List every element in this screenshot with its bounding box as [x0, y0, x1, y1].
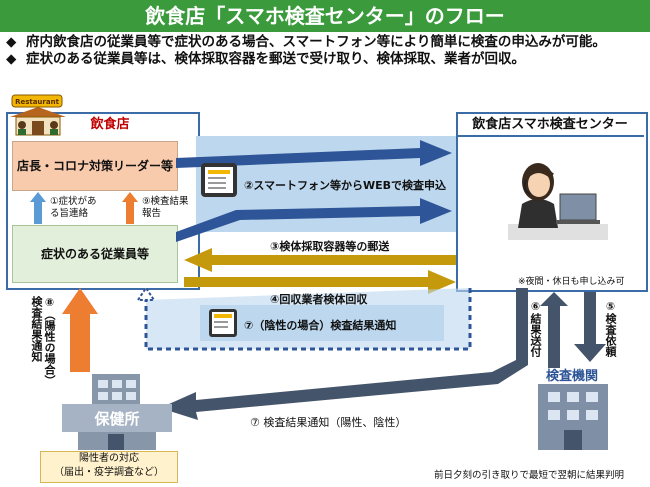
tablet-icon: [200, 162, 238, 198]
arrow-up-blue: [30, 192, 46, 224]
step4-label: ④回収業者検体回収: [270, 293, 368, 306]
step2-label: ②スマートフォン等からWEBで検査申込: [244, 179, 447, 192]
health-center-note-line2: （届出・疫学調査など）: [54, 467, 164, 478]
manager-box: 店長・コロナ対策リーダー等: [12, 141, 178, 191]
arrow-up-orange: [122, 192, 138, 224]
step5-label: ⑤検査依頼: [604, 300, 617, 357]
arrow-result-up: [540, 292, 568, 368]
arrow-request-down: [574, 292, 606, 362]
arrow-dashed-up-head: [136, 286, 156, 301]
restaurant-icon: Restaurant: [8, 93, 72, 137]
center-header: 飲食店スマホ検査センター: [456, 113, 644, 137]
center-note: ※夜間・休日も申し込み可: [518, 277, 625, 287]
tablet-icon: [208, 308, 238, 338]
lab-label: 検査機関: [546, 369, 599, 384]
health-center-note-line1: 陽性者の対応: [79, 453, 139, 464]
internal-arrows: [30, 192, 138, 224]
health-center-building-icon: [62, 372, 172, 452]
arrow-center-to-health: [160, 288, 528, 420]
health-center-note: 陽性者の対応 （届出・疫学調査など）: [40, 451, 178, 483]
arrow-specimen-collect: [184, 270, 456, 294]
step6-label: ⑥結果送付: [529, 300, 542, 357]
bullet-text: 府内飲食店の従業員等で症状のある場合、スマートフォン等により簡単に検査の申込みが…: [26, 34, 606, 50]
center-panel: [456, 112, 648, 292]
step7a-label: ⑦（陰性の場合）検査結果通知: [244, 319, 397, 332]
summary-bullets: ◆ 府内飲食店の従業員等で症状のある場合、スマートフォン等により簡単に検査の申込…: [6, 34, 646, 68]
restaurant-header: 飲食店: [90, 117, 130, 132]
step9-label: ⑨検査結果報告: [142, 196, 189, 219]
arrow-container-mail: [184, 248, 456, 272]
diamond-icon: ◆: [6, 51, 17, 67]
bullet-item: ◆ 府内飲食店の従業員等で症状のある場合、スマートフォン等により簡単に検査の申込…: [6, 34, 646, 51]
step8-label: ⑧（陽性の場合）検査結果通知: [30, 296, 56, 386]
arrow-manager-to-center: [176, 140, 452, 168]
diamond-icon: ◆: [6, 34, 17, 50]
health-center-label: 保健所: [94, 410, 140, 428]
staff-box: 症状のある従業員等: [12, 225, 178, 283]
step7b-label: ⑦ 検査結果通知（陽性、陰性）: [250, 416, 407, 429]
step1-label: ①症状がある旨連絡: [50, 196, 97, 219]
lab-note: 前日夕刻の引き取りで最短で翌朝に結果判明: [434, 470, 625, 481]
bullet-text: 症状のある従業員等は、検体採取容器を郵送で受け取り、検体採取、業者が回収。: [26, 51, 525, 67]
arrow-health-to-staff: [62, 288, 98, 372]
page-title: 飲食店「スマホ検査センター」のフロー: [0, 0, 650, 32]
bullet-item: ◆ 症状のある従業員等は、検体採取容器を郵送で受け取り、検体採取、業者が回収。: [6, 51, 646, 68]
arrow-staff-to-center: [176, 198, 452, 242]
operator-icon: [508, 150, 608, 242]
restaurant-sign: Restaurant: [15, 98, 60, 106]
lab-building-icon: [528, 382, 618, 452]
step3-label: ③検体採取容器等の郵送: [270, 240, 390, 253]
